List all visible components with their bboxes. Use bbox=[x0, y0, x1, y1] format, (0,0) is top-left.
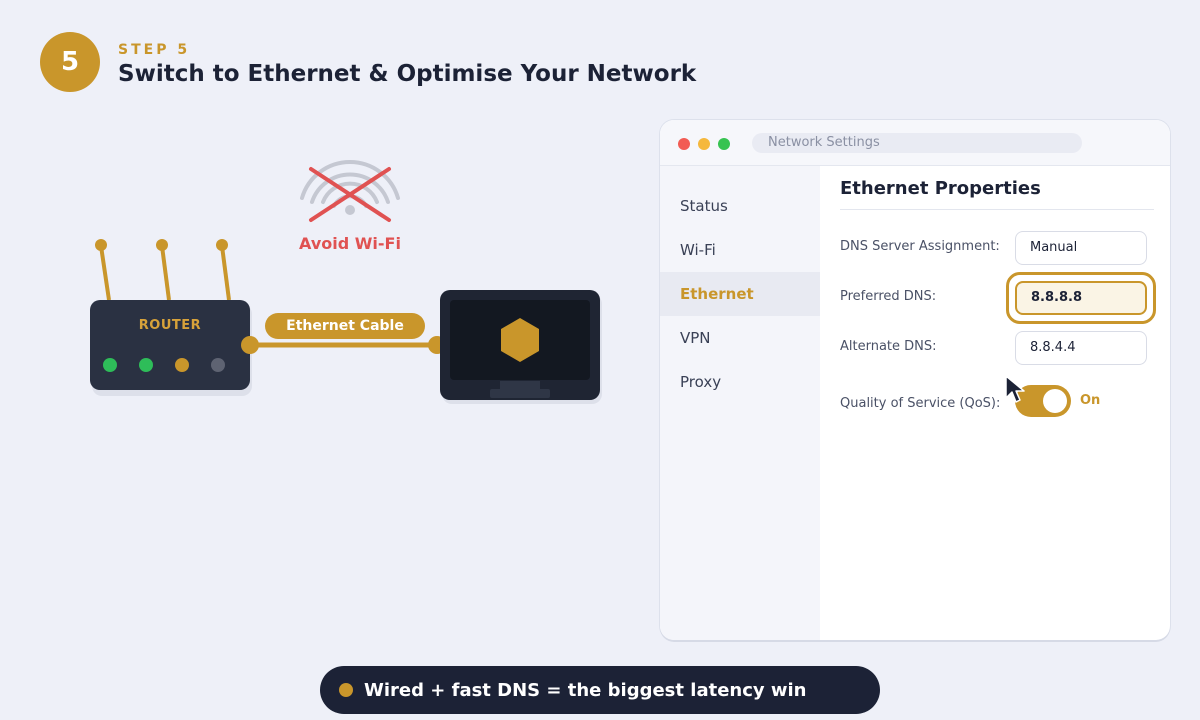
ethernet-properties-panel: Ethernet Properties DNS Server Assignmen… bbox=[840, 166, 1156, 640]
sidebar-item-wifi[interactable]: Wi-Fi bbox=[680, 241, 716, 259]
avoid-wifi-label: Avoid Wi-Fi bbox=[299, 234, 401, 253]
dns-assignment-label: DNS Server Assignment: bbox=[840, 239, 1000, 254]
maximize-window-button[interactable] bbox=[718, 138, 730, 150]
qos-state-text: On bbox=[1080, 393, 1101, 408]
preferred-dns-row: Preferred DNS: 8.8.8.8 bbox=[840, 272, 1156, 324]
network-settings-window: Network Settings Status Wi-Fi Ethernet V… bbox=[660, 120, 1170, 640]
dns-assignment-row: DNS Server Assignment: Manual bbox=[840, 231, 1154, 265]
alternate-dns-label: Alternate DNS: bbox=[840, 339, 937, 354]
window-title: Network Settings bbox=[752, 133, 1082, 153]
window-titlebar: Network Settings bbox=[660, 120, 1170, 166]
step-label: STEP 5 bbox=[118, 42, 191, 58]
sidebar-item-proxy[interactable]: Proxy bbox=[680, 373, 722, 391]
dns-assignment-select[interactable]: Manual bbox=[1015, 231, 1147, 265]
minimize-window-button[interactable] bbox=[698, 138, 710, 150]
preferred-dns-label: Preferred DNS: bbox=[840, 289, 937, 304]
sidebar-item-status[interactable]: Status bbox=[680, 197, 728, 215]
preferred-dns-input[interactable]: 8.8.8.8 bbox=[1015, 281, 1147, 315]
alternate-dns-input[interactable]: 8.8.4.4 bbox=[1015, 331, 1147, 365]
ethernet-cable-label: Ethernet Cable bbox=[265, 313, 425, 339]
sidebar-item-ethernet[interactable]: Ethernet bbox=[660, 272, 820, 316]
router-label: ROUTER bbox=[138, 318, 202, 333]
alternate-dns-row: Alternate DNS: 8.8.4.4 bbox=[840, 331, 1154, 365]
page-title: Switch to Ethernet & Optimise Your Netwo… bbox=[118, 61, 697, 87]
illustration-graphics bbox=[90, 160, 602, 404]
step-number-badge: 5 bbox=[40, 32, 100, 92]
tip-bullet-icon bbox=[339, 683, 353, 697]
network-illustration: Avoid Wi-Fi ROUTER Ethernet Cable bbox=[0, 0, 640, 460]
panel-title: Ethernet Properties bbox=[840, 178, 1154, 210]
close-window-button[interactable] bbox=[678, 138, 690, 150]
sidebar-item-vpn[interactable]: VPN bbox=[680, 329, 711, 347]
highlight-ring bbox=[1006, 272, 1156, 324]
tip-banner: Wired + fast DNS = the biggest latency w… bbox=[320, 666, 880, 714]
toggle-knob bbox=[1043, 389, 1067, 413]
qos-row: Quality of Service (QoS): On bbox=[840, 375, 1154, 422]
router-icon bbox=[90, 239, 252, 396]
wifi-crossed-icon bbox=[300, 160, 400, 222]
qos-label: Quality of Service (QoS): bbox=[840, 396, 1001, 411]
monitor-icon bbox=[440, 290, 602, 404]
settings-sidebar: Status Wi-Fi Ethernet VPN Proxy bbox=[660, 166, 820, 640]
qos-toggle[interactable] bbox=[1015, 385, 1071, 417]
mouse-pointer-icon bbox=[1005, 375, 1025, 403]
tip-text: Wired + fast DNS = the biggest latency w… bbox=[364, 679, 807, 701]
